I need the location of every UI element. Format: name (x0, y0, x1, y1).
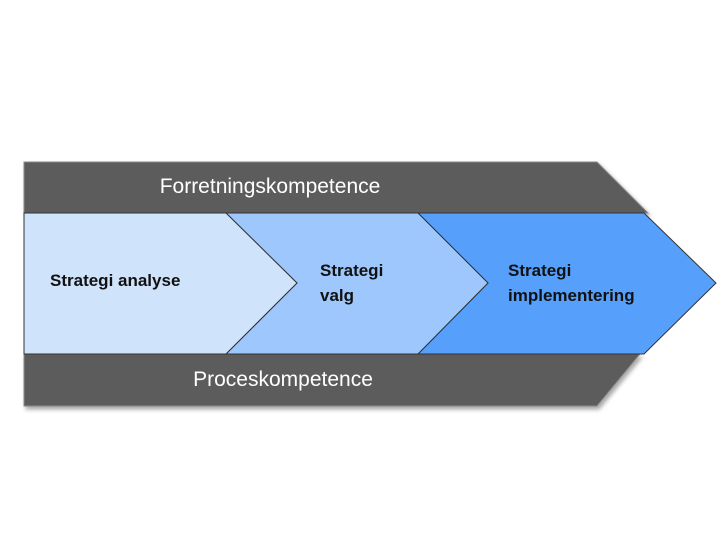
step-implementering-line-2: implementering (508, 286, 635, 305)
step-analyse-line-1: Strategi analyse (50, 271, 180, 290)
top-band: Forretningskompetence (23, 161, 650, 214)
step-analyse: Strategi analyse (23, 212, 298, 355)
step-implementering-label: Strategi implementering (508, 261, 635, 305)
step-valg-label: Strategi valg (320, 261, 388, 305)
top-band-label: Forretningskompetence (160, 175, 381, 198)
bottom-band: Proceskompetence (23, 353, 642, 407)
step-valg-line-1: Strategi (320, 261, 383, 280)
step-implementering-line-1: Strategi (508, 261, 571, 280)
step-analyse-label: Strategi analyse (50, 271, 180, 290)
bottom-band-label: Proceskompetence (193, 368, 373, 391)
step-analyse-shape (23, 212, 298, 355)
top-band-shape (23, 161, 650, 214)
step-implementering: Strategi implementering (416, 212, 717, 355)
step-valg-line-2: valg (320, 286, 354, 305)
